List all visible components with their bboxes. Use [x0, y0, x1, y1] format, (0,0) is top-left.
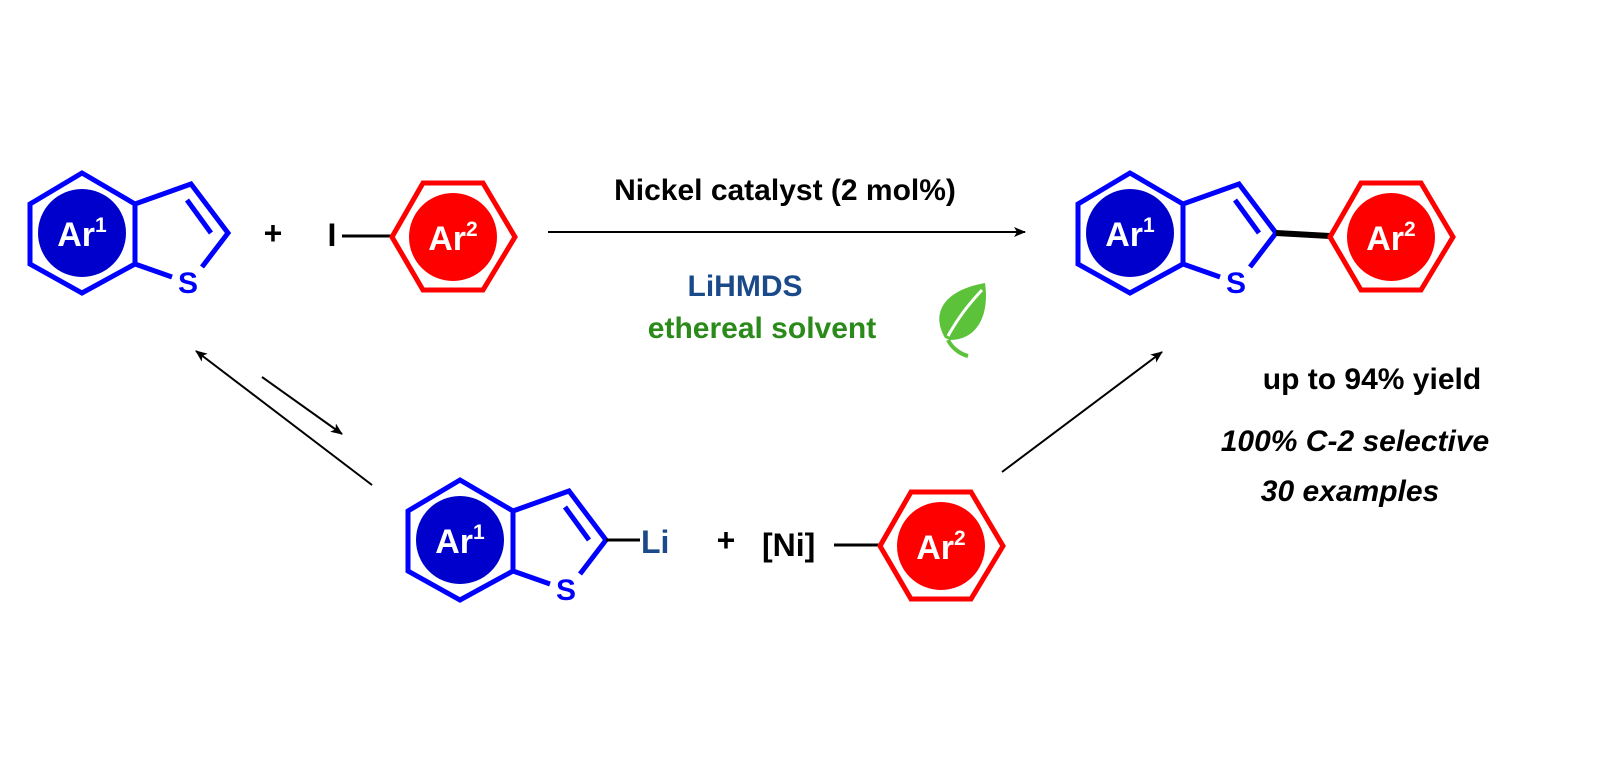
catalyst-label: Nickel catalyst (2 mol%)	[614, 174, 956, 207]
product-ar1-label: Ar1	[1105, 214, 1155, 254]
solvent-label: ethereal solvent	[648, 312, 876, 345]
equilibrium-arrow-back	[195, 350, 373, 486]
ar1-label: Ar1	[57, 214, 107, 254]
product-ar2-label: Ar2	[1366, 218, 1415, 258]
selectivity-text: 100% C-2 selective	[1221, 425, 1490, 458]
intermediate-ar2-label: Ar2	[916, 527, 965, 567]
plus-sign-2: +	[717, 522, 736, 558]
plus-sign: +	[264, 215, 283, 251]
aryl-iodide-reactant: I Ar2	[328, 183, 515, 290]
intermediate-ar1-label: Ar1	[435, 521, 485, 561]
iodine-label: I	[328, 217, 337, 253]
arylated-benzothiophene-product: Ar1 S Ar2	[1078, 173, 1453, 300]
lithiated-benzothiophene: Ar1 S Li	[408, 480, 669, 607]
lithium-label: Li	[641, 524, 669, 560]
examples-text: 30 examples	[1261, 475, 1439, 508]
benzothiophene-reactant: Ar1 S	[30, 173, 228, 300]
nickel-label: [Ni]	[762, 527, 815, 563]
nickel-aryl-complex: [Ni] Ar2	[762, 492, 1003, 599]
ar2-label: Ar2	[428, 218, 477, 258]
equilibrium-arrow-forward	[261, 376, 343, 435]
sulfur-label: S	[178, 267, 198, 300]
yield-text: up to 94% yield	[1263, 363, 1481, 396]
intermediate-sulfur-label: S	[556, 574, 576, 607]
coupling-arrow	[1001, 351, 1163, 473]
product-sulfur-label: S	[1226, 267, 1246, 300]
base-label: LiHMDS	[688, 270, 803, 303]
leaf-icon	[939, 283, 986, 358]
